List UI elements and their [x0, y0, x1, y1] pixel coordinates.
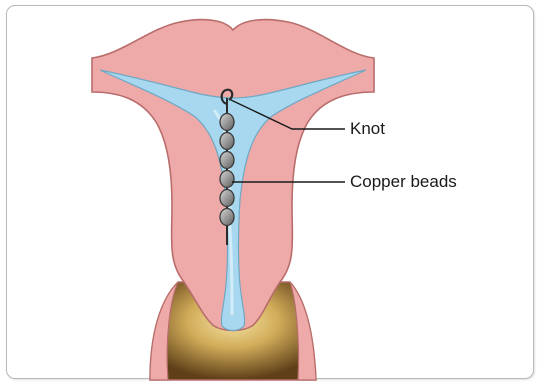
- knot-label: Knot: [350, 119, 385, 139]
- copper-bead: [220, 133, 234, 150]
- copper-bead: [220, 190, 234, 207]
- copper-bead: [220, 171, 234, 188]
- copper-bead: [220, 152, 234, 169]
- copper-bead: [220, 209, 234, 226]
- copper-beads-label: Copper beads: [350, 172, 457, 192]
- copper-bead: [220, 114, 234, 131]
